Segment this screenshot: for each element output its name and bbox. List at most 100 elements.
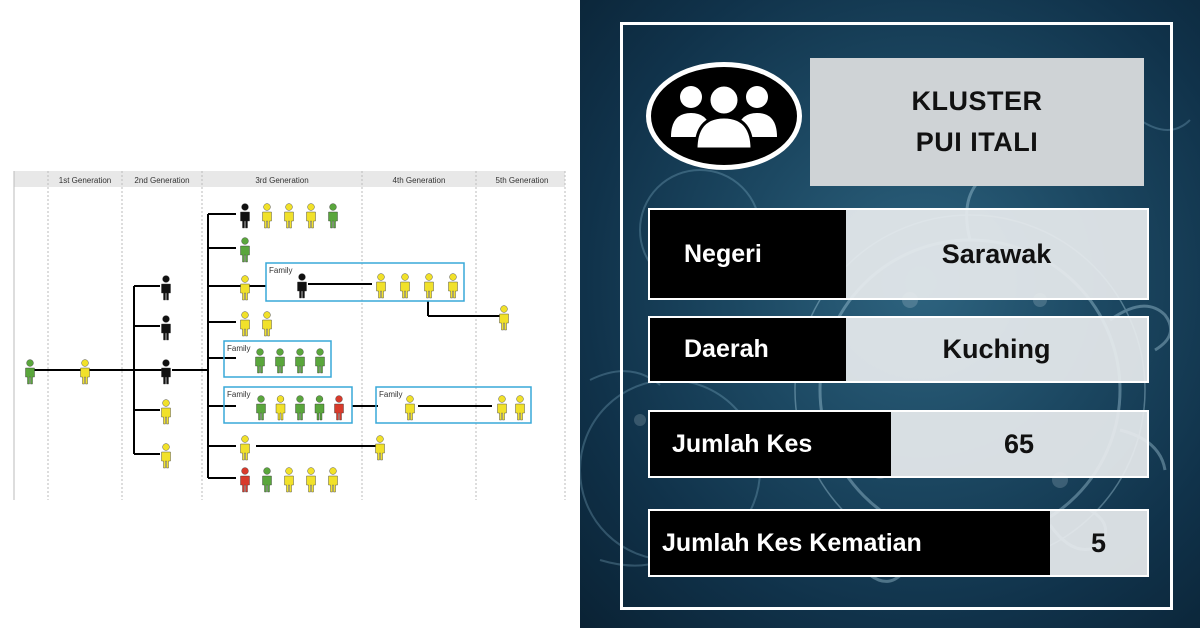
person-head xyxy=(162,275,170,283)
person-head xyxy=(162,359,170,367)
person-body xyxy=(497,403,507,421)
person-head xyxy=(376,435,384,443)
cluster-title-line2: PUI ITALI xyxy=(915,127,1039,157)
person-head xyxy=(298,273,306,281)
generation-header: 5th Generation xyxy=(496,176,549,185)
person-icon xyxy=(424,273,434,299)
people-icons xyxy=(25,203,525,493)
person-icon xyxy=(240,311,250,337)
person-head xyxy=(263,467,271,475)
generation-header: 1st Generation xyxy=(59,176,111,185)
person-head xyxy=(241,275,249,283)
person-icon xyxy=(314,395,325,421)
person-body xyxy=(515,403,525,421)
person-icon xyxy=(400,273,410,299)
person-head xyxy=(335,395,343,403)
person-icon xyxy=(328,203,338,229)
field-value: Kuching xyxy=(846,318,1147,381)
person-icon xyxy=(262,203,272,229)
person-icon xyxy=(255,348,265,374)
connector-lines xyxy=(30,213,502,479)
cluster-logo xyxy=(646,62,802,170)
card-frame xyxy=(620,22,1173,610)
person-icon xyxy=(240,275,250,301)
person-body xyxy=(405,403,415,421)
person-head xyxy=(241,311,249,319)
header-bar xyxy=(14,171,565,187)
person-icon xyxy=(295,348,305,374)
cluster-title-box: KLUSTER PUI ITALI xyxy=(810,58,1144,186)
person-head xyxy=(162,443,170,451)
person-head xyxy=(516,395,524,403)
person-icon xyxy=(515,395,525,421)
person-icon xyxy=(499,305,509,331)
field-row-daerah: Daerah Kuching xyxy=(648,316,1149,383)
person-body xyxy=(400,281,410,299)
person-head xyxy=(162,399,170,407)
field-value: 65 xyxy=(891,412,1147,476)
person-body xyxy=(255,356,265,374)
person-body xyxy=(161,451,171,469)
person-icon xyxy=(284,203,294,229)
person-body xyxy=(25,367,35,385)
person-body xyxy=(240,283,250,301)
person-head xyxy=(500,305,508,313)
person-body xyxy=(328,475,338,493)
person-head xyxy=(241,467,249,475)
person-head xyxy=(307,467,315,475)
person-head xyxy=(241,237,249,245)
person-body xyxy=(499,313,509,331)
person-body xyxy=(295,356,305,374)
person-icon xyxy=(240,467,250,493)
person-body xyxy=(161,407,171,425)
field-label: Daerah xyxy=(650,318,846,381)
person-icon xyxy=(334,395,344,421)
person-body xyxy=(240,319,250,337)
person-icon xyxy=(240,237,250,263)
family-label: Family xyxy=(227,390,251,399)
person-icon xyxy=(161,315,171,341)
person-icon xyxy=(295,395,305,421)
field-label: Jumlah Kes xyxy=(650,412,891,476)
person-icon xyxy=(240,435,250,461)
person-icon xyxy=(284,467,294,493)
person-icon xyxy=(405,395,415,421)
person-icon xyxy=(497,395,507,421)
person-icon xyxy=(275,395,286,421)
person-head xyxy=(296,348,304,356)
person-body xyxy=(448,281,458,299)
person-body xyxy=(262,475,272,493)
field-value: Sarawak xyxy=(846,210,1147,298)
person-icon xyxy=(161,399,171,425)
person-body xyxy=(375,443,385,461)
person-icon xyxy=(25,359,35,385)
family-box xyxy=(223,340,332,378)
field-row-jumlah-kes-kematian: Jumlah Kes Kematian 5 xyxy=(648,509,1149,577)
family-label: Family xyxy=(269,266,293,275)
person-body xyxy=(262,319,272,337)
person-head xyxy=(241,435,249,443)
person-body xyxy=(306,475,316,493)
person-head xyxy=(285,467,293,475)
person-icon xyxy=(262,467,272,493)
field-value: 5 xyxy=(1050,511,1147,575)
person-head xyxy=(401,273,409,281)
person-icon xyxy=(256,395,266,421)
person-head xyxy=(276,348,284,356)
person-head xyxy=(377,273,385,281)
family-box xyxy=(223,386,353,424)
column-dividers xyxy=(13,171,566,500)
person-body xyxy=(256,403,266,421)
person-body xyxy=(295,403,305,421)
person-icon xyxy=(275,348,285,374)
person-head xyxy=(263,311,271,319)
person-body xyxy=(424,281,434,299)
person-head xyxy=(241,203,249,211)
person-icon xyxy=(306,203,316,229)
person-head xyxy=(449,273,457,281)
person-icon xyxy=(376,273,386,299)
person-body xyxy=(262,211,272,229)
person-head xyxy=(329,467,337,475)
